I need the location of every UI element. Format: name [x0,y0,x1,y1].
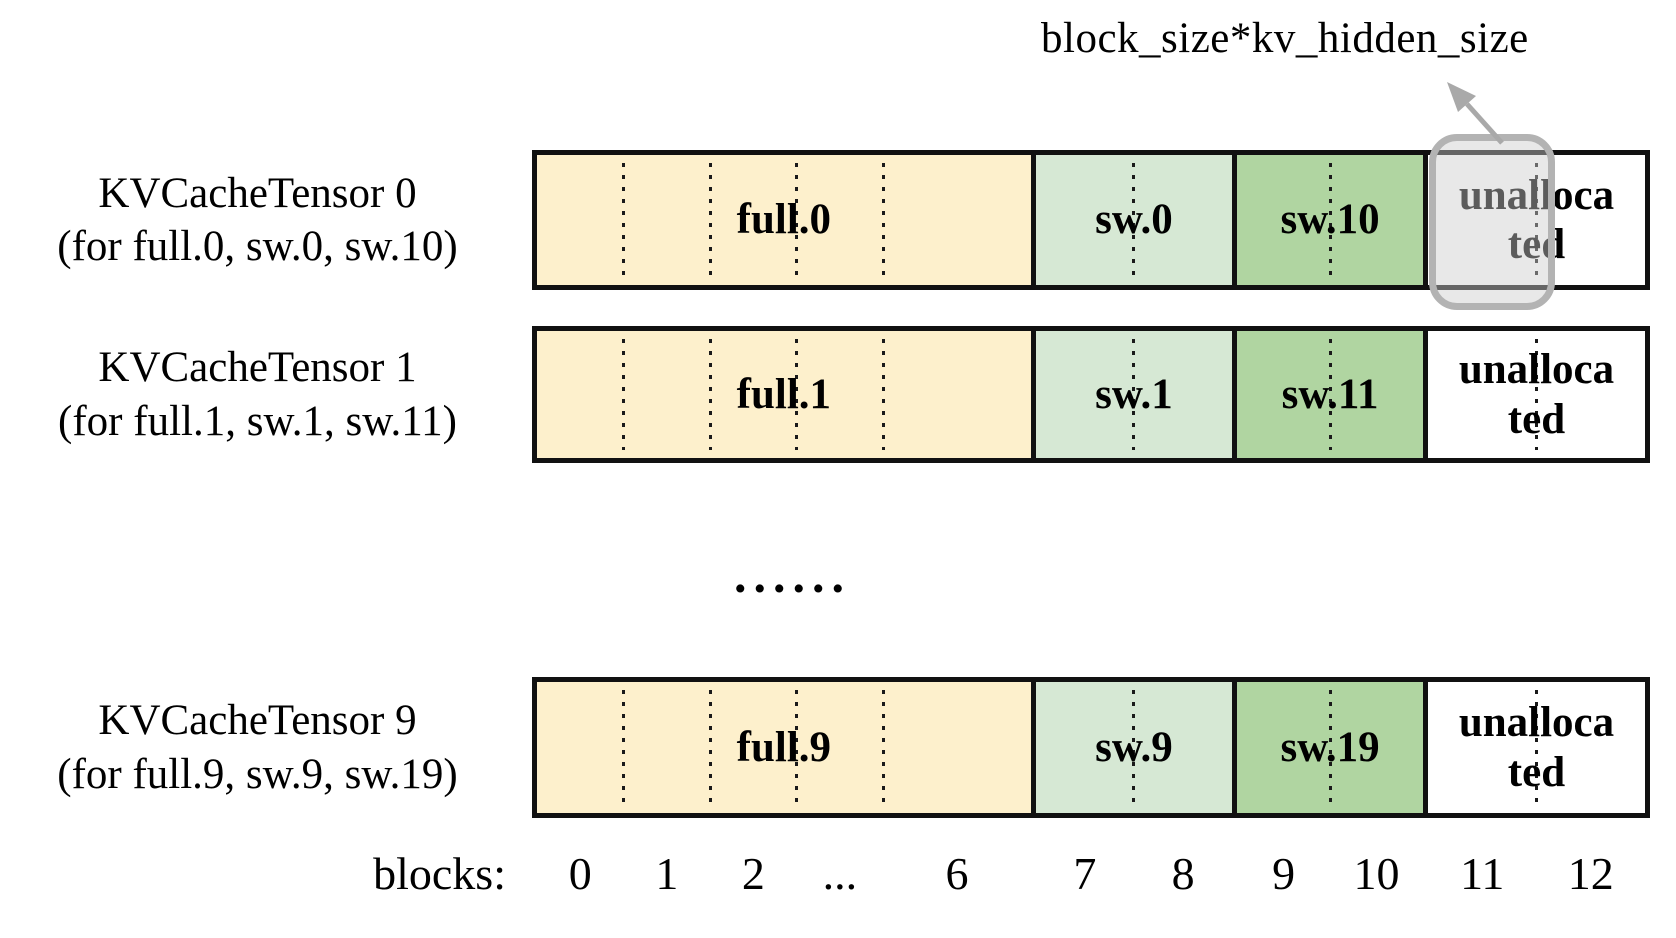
axis-sw-segment: 7 8 [1031,842,1233,904]
tensor-0-label: KVCacheTensor 0 (for full.0, sw.0, sw.10… [10,150,505,290]
axis-cell: 8 [1134,842,1232,904]
axis-tick: 7 [1073,847,1097,899]
tensor-0-sw2-section: sw.10 [1232,155,1423,285]
tensor-0-for: (for full.0, sw.0, sw.10) [57,223,458,270]
axis-tick: 1 [655,847,679,899]
block-cell [881,331,1031,458]
tensor-9-sw-section: sw.9 [1030,682,1233,813]
tensor-9-unallocated-section: unalloca ted [1422,682,1645,813]
axis-cell: 0 [537,842,624,904]
tensor-0-name: KVCacheTensor 0 [98,169,417,217]
block-cell [1534,155,1645,285]
block-highlight-box [1429,134,1555,310]
block-cell [1328,155,1423,285]
axis-sw2-segment: 9 10 [1232,842,1423,904]
axis-tick: 11 [1460,847,1505,899]
block-cell [1237,155,1330,285]
axis-cell: 12 [1536,842,1645,904]
block-cell [537,682,624,813]
block-cell [1428,682,1537,813]
axis-cell: ... [797,842,884,904]
block-cell [622,155,711,285]
tensor-9-for: (for full.9, sw.9, sw.19) [57,750,458,798]
block-cell [1132,155,1232,285]
block-cell [881,155,1031,285]
axis-tick: ... [822,847,858,899]
axis-cell: 10 [1330,842,1423,904]
axis-cell: 11 [1428,842,1537,904]
axis-tick: 12 [1567,847,1614,899]
block-cell [708,331,797,458]
block-cell [537,155,624,285]
tensor-1-unallocated-section: unalloca ted [1422,331,1645,458]
block-cell [1534,331,1645,458]
axis-cell: 9 [1237,842,1330,904]
axis-tick: 0 [568,847,592,899]
tensor-9-bar: full.9 sw.9 sw.19 unalloca ted [532,677,1650,818]
blocks-axis-ticks: 0 1 2 ... 6 7 8 9 10 11 12 [532,842,1650,904]
tensor-0-sw-section: sw.0 [1030,155,1233,285]
block-cell [708,682,797,813]
block-cell [708,155,797,285]
blocks-axis: blocks: 0 1 2 ... 6 7 8 9 10 11 12 [0,842,1676,904]
blocks-axis-caption: blocks: [373,847,506,899]
axis-cell: 7 [1036,842,1134,904]
tensor-1-full-section: full.1 [537,331,1031,458]
axis-cell: 6 [883,842,1031,904]
axis-tick: 6 [945,847,969,899]
block-cell [881,682,1031,813]
axis-tick: 2 [741,847,765,899]
block-cell [1036,331,1134,458]
block-cell [1428,331,1537,458]
tensor-1-sw-section: sw.1 [1030,331,1233,458]
tensor-row-1: KVCacheTensor 1 (for full.1, sw.1, sw.11… [0,326,1676,463]
axis-cell: 1 [624,842,711,904]
block-cell [1132,682,1232,813]
block-cell [1328,331,1423,458]
block-cell [1237,682,1330,813]
tensor-9-name: KVCacheTensor 9 [98,697,417,745]
axis-tick: 9 [1272,847,1296,899]
tensor-row-0: KVCacheTensor 0 (for full.0, sw.0, sw.10… [0,150,1676,290]
tensor-row-9: KVCacheTensor 9 (for full.9, sw.9, sw.19… [0,677,1676,818]
tensor-9-sw2-section: sw.19 [1232,682,1423,813]
block-cell [622,331,711,458]
block-cell [1534,682,1645,813]
block-cell [622,682,711,813]
block-cell [1036,155,1134,285]
tensor-9-label: KVCacheTensor 9 (for full.9, sw.9, sw.19… [10,677,505,818]
block-cell [1237,331,1330,458]
block-cell [1036,682,1134,813]
axis-full-segment: 0 1 2 ... 6 [537,842,1031,904]
axis-tick: 10 [1353,847,1400,899]
block-cell [537,331,624,458]
block-cell [795,682,884,813]
tensor-9-full-section: full.9 [537,682,1031,813]
block-cell [1132,331,1232,458]
block-cell [795,155,884,285]
block-cell [795,331,884,458]
tensor-1-for: (for full.1, sw.1, sw.11) [58,397,457,445]
axis-tick: 8 [1171,847,1195,899]
block-size-annotation: block_size*kv_hidden_size [1041,15,1529,62]
rows-ellipsis: ...... [734,547,851,603]
tensor-1-label: KVCacheTensor 1 (for full.1, sw.1, sw.11… [10,326,505,463]
axis-unallocated-segment: 11 12 [1423,842,1645,904]
axis-cell: 2 [710,842,797,904]
tensor-0-full-section: full.0 [537,155,1031,285]
tensor-1-name: KVCacheTensor 1 [98,344,417,392]
block-cell [1328,682,1423,813]
tensor-1-bar: full.1 sw.1 sw.11 unalloca ted [532,326,1650,463]
tensor-1-sw2-section: sw.11 [1232,331,1423,458]
